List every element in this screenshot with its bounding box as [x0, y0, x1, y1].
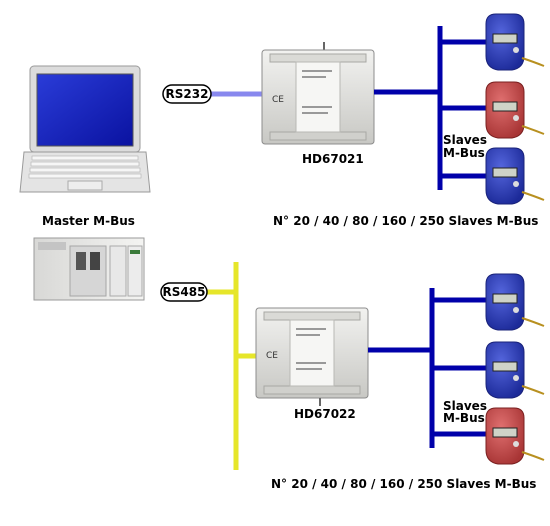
slaves-count-top: N° 20 / 40 / 80 / 160 / 250 Slaves M-Bus — [273, 214, 538, 228]
svg-text:CE: CE — [272, 95, 284, 105]
plc-master — [33, 237, 145, 301]
rs232-tag — [162, 84, 212, 104]
svg-text:CE: CE — [266, 351, 278, 361]
meter-top-3 — [485, 147, 545, 205]
gateway-hd67022-label: HD67022 — [294, 407, 356, 421]
slaves-label-bottom-2: M-Bus — [443, 411, 485, 425]
meter-bottom-2 — [485, 341, 545, 399]
slaves-label-top-2: M-Bus — [443, 146, 485, 160]
meter-bottom-1 — [485, 273, 545, 331]
rs485-tag — [160, 282, 208, 302]
mbus-top — [374, 26, 486, 190]
master-label: Master M-Bus — [42, 214, 135, 228]
rs485-label: RS485 — [163, 285, 206, 299]
mbus-bottom — [368, 288, 486, 448]
laptop-master — [19, 65, 151, 193]
gateway-hd67021: CE — [261, 42, 375, 145]
gateway-hd67021-label: HD67021 — [302, 152, 364, 166]
slaves-label-bottom-1: Slaves — [443, 399, 487, 413]
meter-bottom-3 — [485, 407, 545, 465]
slaves-count-bottom: N° 20 / 40 / 80 / 160 / 250 Slaves M-Bus — [271, 477, 536, 491]
rs485-bus — [200, 262, 256, 470]
gateway-hd67022: CE — [255, 307, 369, 406]
meter-top-2 — [485, 81, 545, 139]
meter-top-1 — [485, 13, 545, 71]
slaves-label-top-1: Slaves — [443, 133, 487, 147]
rs232-label: RS232 — [166, 87, 209, 101]
